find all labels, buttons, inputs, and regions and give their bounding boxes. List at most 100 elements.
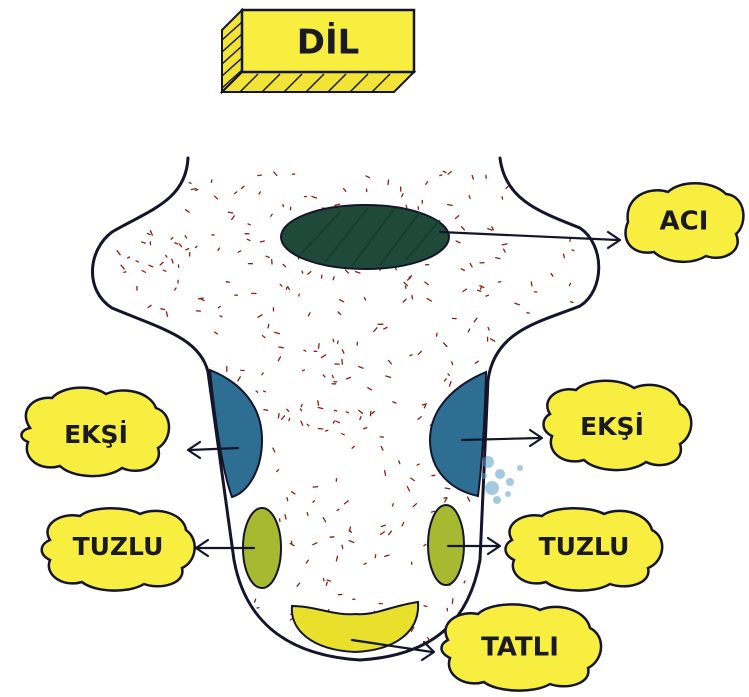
papilla-dot: [142, 271, 145, 273]
papilla-dot: [299, 294, 300, 296]
papilla-dot: [425, 405, 426, 408]
papilla-dot: [151, 231, 153, 235]
papilla-dot: [283, 264, 285, 266]
title-box: DİL: [222, 10, 414, 92]
papilla-dot: [229, 212, 233, 213]
papilla-dot: [381, 447, 383, 451]
papilla-dot: [569, 283, 570, 285]
papilla-dot: [338, 341, 339, 344]
papilla-dot: [261, 241, 265, 242]
papilla-dot: [318, 408, 323, 409]
papilla-dot: [428, 638, 430, 641]
papilla-dot: [570, 239, 571, 242]
papilla-dot: [264, 391, 266, 392]
papilla-dot: [175, 288, 176, 290]
papilla-dot: [333, 277, 334, 280]
papilla-dot: [326, 582, 327, 585]
papilla-dot: [443, 171, 446, 172]
papilla-dot: [340, 300, 344, 302]
papilla-dot: [452, 599, 453, 604]
papilla-dot: [308, 313, 310, 316]
sour-region-left: [210, 370, 262, 497]
label-sweet-text: TATLI: [481, 633, 559, 663]
papilla-dot: [306, 560, 308, 563]
label-sour-left-text: EKŞİ: [64, 419, 128, 449]
papilla-dot: [179, 244, 181, 247]
papilla-dot: [288, 287, 290, 290]
papilla-dot: [359, 410, 363, 413]
papilla-dot: [564, 254, 565, 258]
papilla-dot: [496, 258, 500, 259]
papilla-dot: [405, 286, 406, 289]
papilla-dot: [277, 470, 279, 472]
papilla-dot: [242, 186, 245, 188]
papilla-dot: [418, 351, 421, 354]
papilla-dot: [312, 197, 317, 199]
papilla-dot: [474, 318, 477, 322]
papilla-dot: [196, 190, 198, 191]
papilla-dot: [279, 347, 284, 348]
papilla-dot: [374, 328, 377, 332]
papilla-dot: [308, 272, 311, 275]
papilla-dot: [259, 192, 261, 194]
papilla-dot: [136, 261, 138, 262]
papilla-dot: [321, 355, 325, 358]
papilla-dot: [445, 488, 450, 489]
papilla-dot: [278, 357, 280, 361]
label-bitter-text: ACI: [660, 207, 709, 237]
arrow-bitter-line: [440, 232, 618, 240]
papilla-dot: [431, 511, 434, 512]
papilla-dot: [356, 272, 360, 273]
papilla-dot: [472, 176, 473, 180]
papilla-dot: [333, 421, 334, 423]
papilla-dot: [402, 523, 404, 526]
papilla-dot: [372, 411, 374, 413]
label-salty-left: TUZLU: [42, 508, 195, 590]
papilla-dot: [346, 270, 349, 273]
papilla-dot: [335, 204, 340, 205]
papilla-dot: [424, 606, 427, 607]
papilla-dot: [238, 377, 241, 381]
papilla-dot: [273, 448, 275, 452]
papilla-dot: [323, 375, 325, 377]
label-salty-right: TUZLU: [506, 508, 663, 590]
papilla-dot: [468, 497, 470, 501]
papilla-dot: [297, 583, 300, 586]
papilla-dot: [238, 251, 241, 252]
papilla-dot: [399, 461, 400, 464]
label-sweet: TATLI: [442, 604, 602, 690]
label-sour-left: EKŞİ: [21, 388, 169, 476]
papilla-dot: [488, 229, 492, 231]
papilla-dot: [333, 339, 334, 341]
papilla-dot: [198, 298, 203, 299]
papilla-dot: [301, 421, 303, 425]
papilla-dot: [425, 282, 428, 285]
papilla-dot: [385, 471, 386, 476]
papilla-dot: [232, 216, 235, 220]
papilla-dot: [407, 487, 409, 491]
sweet-region: [292, 602, 418, 652]
papilla-dot: [444, 498, 447, 499]
papilla-dot: [172, 259, 173, 263]
papilla-dot: [417, 464, 419, 465]
papilla-dot: [218, 306, 220, 307]
papilla-dot: [161, 309, 165, 310]
papilla-dot: [332, 376, 333, 378]
papilla-dot: [323, 518, 325, 522]
papilla-dot: [359, 367, 363, 369]
papilla-dot: [345, 501, 349, 504]
papilla-dot: [426, 182, 428, 184]
papilla-dot: [342, 434, 345, 435]
papilla-dot: [411, 478, 415, 481]
papilla-dot: [301, 405, 302, 407]
papilla-dot: [492, 227, 494, 230]
papilla-dot: [287, 498, 288, 501]
papilla-dot: [393, 402, 396, 403]
papilla-dot: [215, 196, 218, 199]
papilla-dot: [448, 172, 451, 175]
papilla-dot: [404, 282, 408, 285]
papilla-dot: [342, 359, 343, 364]
papilla-dot: [292, 492, 295, 494]
papilla-dot: [264, 410, 268, 411]
papilla-dot: [337, 509, 339, 510]
